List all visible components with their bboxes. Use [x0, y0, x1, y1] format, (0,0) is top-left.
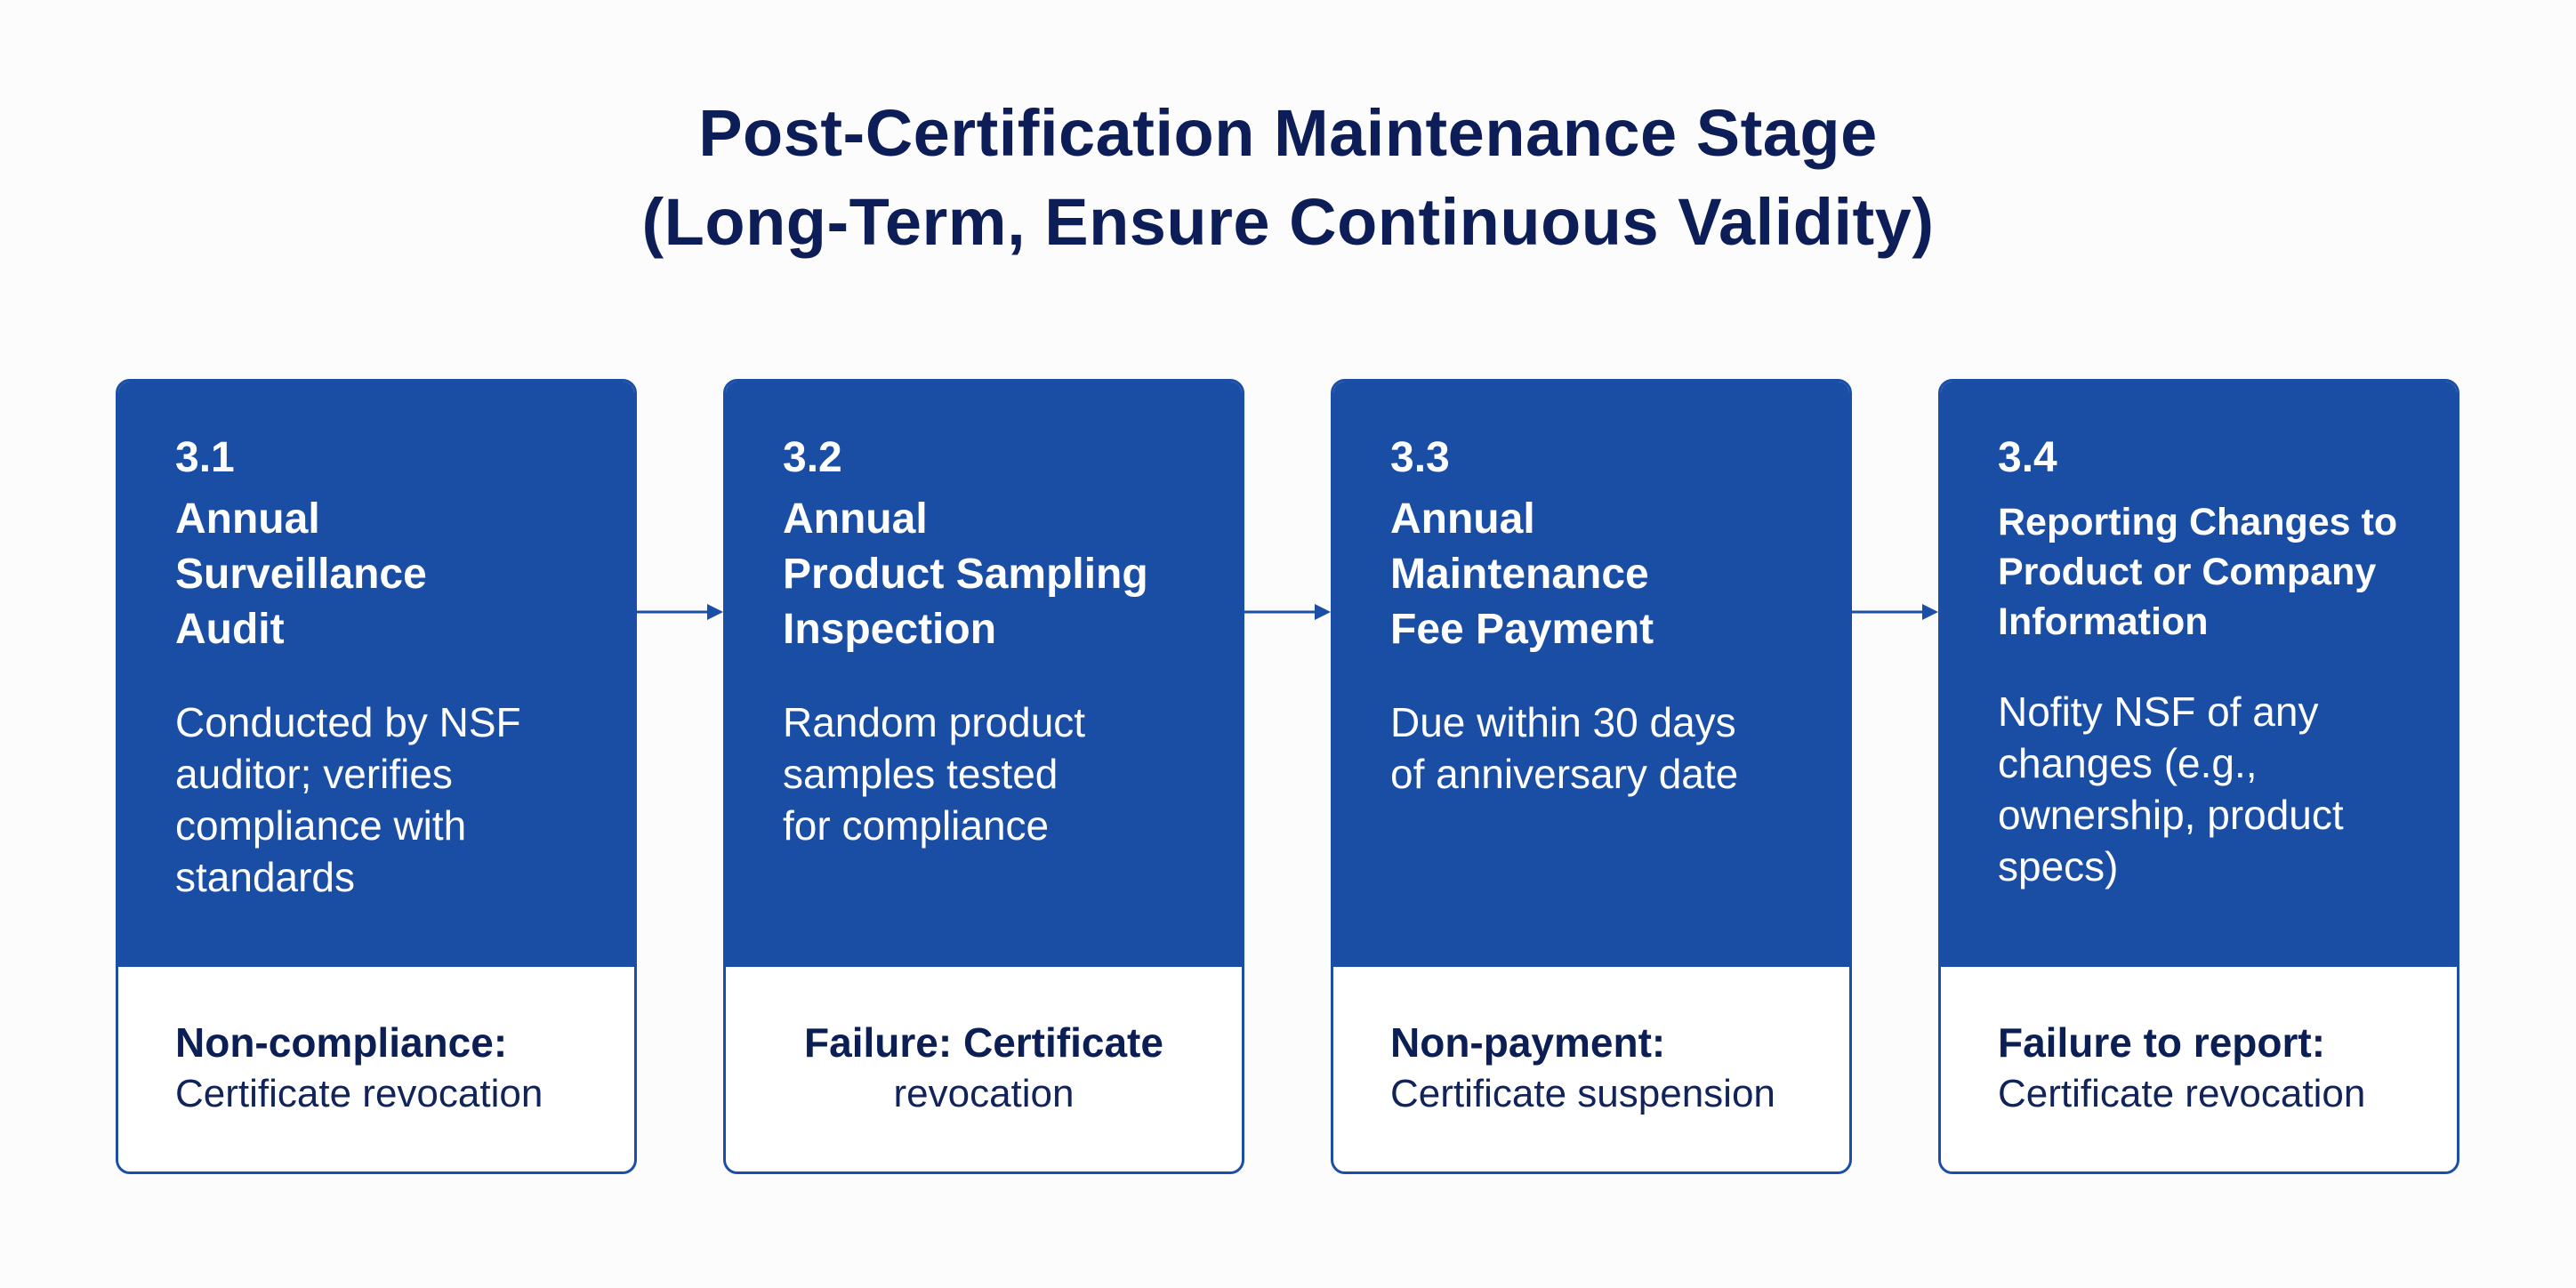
arrow-right-icon [1244, 604, 1331, 620]
step-description: Due within 30 days of anniversary date [1390, 699, 1739, 797]
step-number: 3.3 [1390, 434, 1450, 481]
consequence-text: revocation [893, 1072, 1075, 1115]
step-consequence: Failure to report: Certificate revocatio… [1941, 967, 2457, 1171]
consequence-label: Failure to report: [1998, 1019, 2326, 1066]
step-consequence: Non-compliance: Certificate revocation [118, 967, 634, 1171]
consequence-text: Certificate suspension [1390, 1072, 1775, 1115]
consequence-label: Non-compliance: [175, 1019, 508, 1066]
step-number: 3.4 [1998, 434, 2057, 481]
step-description: Random product samples tested for compli… [783, 699, 1086, 849]
step-title: Annual Product Sampling Inspection [783, 495, 1148, 653]
step-title: Annual Maintenance Fee Payment [1390, 495, 1654, 653]
step-consequence: Non-payment: Certificate suspension [1333, 967, 1849, 1171]
step-card-3-1: 3.1 Annual Surveillance Audit Conducted … [116, 379, 637, 1174]
arrow-right-icon [636, 604, 723, 620]
step-title: Annual Surveillance Audit [175, 495, 427, 653]
title-line-1: Post-Certification Maintenance Stage [698, 96, 1878, 170]
step-description: Conducted by NSF auditor; verifies compl… [175, 699, 521, 900]
step-card-3-2: 3.2 Annual Product Sampling Inspection R… [723, 379, 1244, 1174]
step-number: 3.2 [783, 434, 842, 481]
arrow-right-icon [1851, 604, 1938, 620]
step-title: Reporting Changes to Product or Company … [1998, 501, 2398, 643]
step-card-header: 3.4 Reporting Changes to Product or Comp… [1941, 382, 2457, 967]
step-card-header: 3.1 Annual Surveillance Audit Conducted … [118, 382, 634, 967]
step-card-header: 3.3 Annual Maintenance Fee Payment Due w… [1333, 382, 1849, 967]
step-consequence: Failure: Certificate revocation [726, 967, 1242, 1171]
consequence-text: Certificate revocation [1998, 1072, 2366, 1115]
step-card-3-4: 3.4 Reporting Changes to Product or Comp… [1938, 379, 2459, 1174]
step-number: 3.1 [175, 434, 235, 481]
step-card-3-3: 3.3 Annual Maintenance Fee Payment Due w… [1331, 379, 1852, 1174]
title-line-2: (Long-Term, Ensure Continuous Validity) [641, 185, 1935, 259]
consequence-text: Certificate revocation [175, 1072, 543, 1115]
step-description: Nofity NSF of any changes (e.g., ownersh… [1998, 688, 2344, 890]
step-card-header: 3.2 Annual Product Sampling Inspection R… [726, 382, 1242, 967]
consequence-label: Failure: Certificate [804, 1019, 1163, 1066]
consequence-label: Non-payment: [1390, 1019, 1666, 1066]
page-title: Post-Certification Maintenance Stage (Lo… [0, 89, 2576, 267]
